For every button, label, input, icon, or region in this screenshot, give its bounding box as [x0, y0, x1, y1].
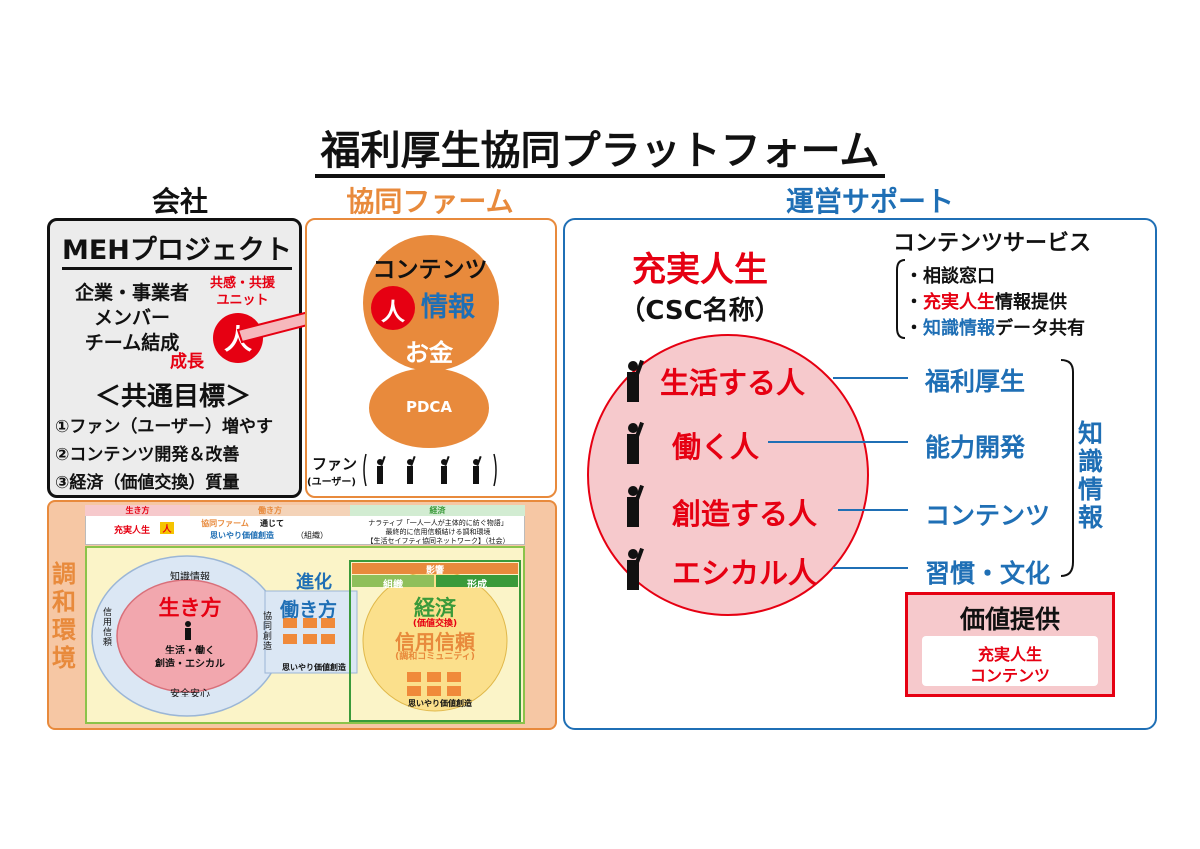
- goal-2: ②コンテンツ開発＆改善: [55, 445, 240, 465]
- knowledge-char-4: 報: [1078, 503, 1104, 532]
- fan-people-icons: [363, 453, 497, 487]
- shinka-label: 進化: [296, 572, 332, 593]
- header-row1: 充実人生: [113, 526, 150, 535]
- header-col1: 生き方: [125, 506, 150, 515]
- fan-sub-label: (ユーザー): [307, 477, 356, 488]
- knowledge-char-1: 知: [1078, 419, 1104, 448]
- harmony-side-char-1: 調: [52, 560, 76, 588]
- empathy-line-1: 共感・共援: [209, 276, 275, 291]
- service-2-bullet: ・: [905, 292, 923, 313]
- value-inner: [922, 636, 1098, 686]
- contents-label: コンテンツ: [372, 257, 488, 283]
- page-title: 福利厚生協同プラットフォーム: [0, 118, 1200, 178]
- chowa-label: (調和コミュニティ): [395, 652, 475, 660]
- service-3-bullet: ・: [905, 318, 923, 339]
- goals-title: ＜共通目標＞: [94, 382, 251, 412]
- header-row2b: 通じて: [260, 519, 284, 528]
- service-3-rest: データ共有: [995, 318, 1085, 339]
- farm-diagram: [363, 235, 499, 448]
- service-3-em: 知識情報: [923, 318, 995, 339]
- service-2-rest: 情報提供: [995, 292, 1067, 313]
- goal-3: ③経済（価値交換）質量: [55, 473, 240, 493]
- value-line-2: コンテンツ: [969, 666, 1050, 685]
- service-1-rest: 相談窓口: [923, 266, 995, 287]
- target-3: コンテンツ: [925, 501, 1051, 530]
- knowledge-label: 知 識 情 報: [1078, 420, 1108, 532]
- person-type-1: 生活する人: [660, 366, 806, 400]
- company-heading: 会社: [151, 185, 208, 218]
- meh-title: MEHプロジェクト: [62, 228, 292, 270]
- omoiyari2-label: 思いやり価値創造: [408, 699, 472, 708]
- empathy-line-2: ユニット: [216, 293, 269, 308]
- services-bracket: [896, 259, 906, 339]
- header-row3a: ナラティブ「一人一人が主体的に紡ぐ物語」: [368, 519, 508, 527]
- eikyo-label: 影響: [425, 566, 444, 574]
- member-line-2: メンバー: [93, 307, 170, 329]
- ring-left-label: 信用信頼: [103, 608, 113, 648]
- farm-person-char: 人: [381, 298, 405, 326]
- support-heading: 運営サポート: [785, 185, 954, 218]
- header-row1-tag: 人: [160, 522, 174, 534]
- col2-bg: [190, 505, 350, 516]
- knowledge-char-3: 情: [1078, 475, 1104, 504]
- service-item-3: ・知識情報データ共有: [905, 314, 1085, 340]
- header-row3b: 最終的に信用信頼結ける調和環境: [385, 528, 491, 536]
- header-row2d: （組織）: [296, 531, 328, 540]
- kachi-label: (価値交換): [412, 619, 458, 627]
- member-line-3: チーム結成: [84, 332, 180, 354]
- hataraki-label: 働き方: [280, 599, 338, 621]
- value-line-1: 充実人生: [977, 645, 1042, 664]
- growth-label: 成長: [170, 352, 204, 372]
- ring-bottom-label: 安全安心: [170, 689, 210, 697]
- header-col3: 経済: [429, 506, 446, 515]
- target-4: 習慣・文化: [925, 559, 1051, 588]
- target-2: 能力開発: [925, 433, 1026, 462]
- person-type-4: エシカル人: [672, 556, 818, 590]
- service-item-1: ・相談窓口: [905, 262, 995, 288]
- farm-heading: 協同ファーム: [346, 185, 514, 218]
- col3-bg: [350, 505, 525, 516]
- omoiyari-label: 思いやり価値創造: [282, 663, 346, 672]
- col1-bg: [85, 505, 190, 516]
- service-1-bullet: ・: [905, 266, 923, 287]
- header-row2c: 思いやり価値創造: [210, 531, 274, 540]
- support-subtitle: （CSC名称）: [619, 296, 781, 326]
- person-type-3: 創造する人: [672, 497, 818, 531]
- header-col2: 働き方: [258, 506, 282, 515]
- header-row2a: 協同ファーム: [201, 519, 249, 528]
- target-1: 福利厚生: [925, 367, 1026, 396]
- header-row3c: 【生活セイフティ協同ネットワーク】（社会）: [366, 537, 510, 545]
- person-type-2: 働く人: [672, 430, 760, 464]
- knowledge-char-2: 識: [1078, 447, 1104, 476]
- keizai-label: 経済: [414, 596, 456, 620]
- pdca-label: PDCA: [405, 398, 453, 416]
- harmony-side-label: 調 和 環 境: [52, 560, 80, 672]
- harmony-side-char-3: 環: [52, 616, 76, 644]
- center-title: 生き方: [158, 596, 222, 620]
- shinyo-label: 信用信頼: [395, 630, 475, 654]
- soshiki-label: 組織: [383, 580, 403, 588]
- goal-1: ①ファン（ユーザー）増やす: [55, 417, 274, 437]
- center-line-2: 創造・エシカル: [155, 659, 225, 667]
- support-title: 充実人生: [632, 250, 768, 290]
- harmony-rings: [91, 555, 521, 722]
- money-label: お金: [405, 339, 453, 367]
- keisei-label: 形成: [467, 580, 487, 588]
- kyodo-vertical: 協同創造: [263, 612, 273, 652]
- service-2-em: 充実人生: [923, 292, 995, 313]
- value-title: 価値提供: [959, 605, 1060, 634]
- people-diagram: [587, 334, 1074, 616]
- services-title: コンテンツサービス: [893, 231, 1092, 256]
- ring-top-label: 知識情報: [170, 572, 210, 580]
- harmony-side-char-4: 境: [52, 644, 76, 672]
- fan-label: ファン: [312, 455, 358, 473]
- harmony-side-char-2: 和: [52, 588, 76, 616]
- meh-project-box: [47, 218, 302, 498]
- member-line-1: 企業・事業者: [74, 282, 189, 304]
- info-label: 情報: [421, 292, 475, 323]
- service-item-2: ・充実人生情報提供: [905, 288, 1067, 314]
- center-line-1: 生活・働く: [165, 646, 215, 654]
